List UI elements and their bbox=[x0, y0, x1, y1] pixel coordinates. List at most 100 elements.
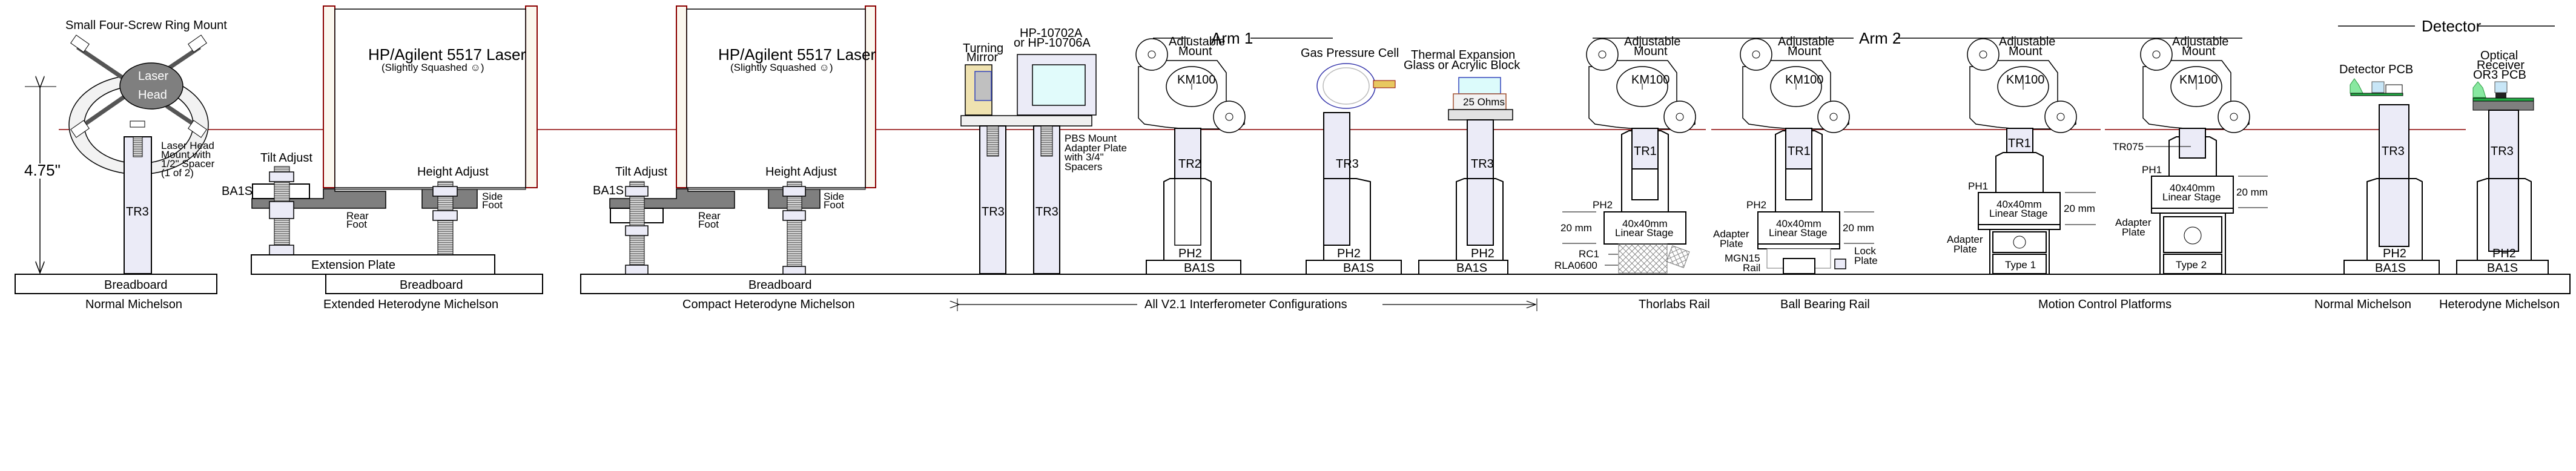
mount-note-line-3: 1/2" Spacer bbox=[161, 158, 215, 170]
ba1s-label: BA1S bbox=[593, 184, 624, 197]
motion-platform-type2-base bbox=[2163, 254, 2222, 274]
glass-block bbox=[1458, 77, 1501, 94]
tr3-post bbox=[979, 125, 1006, 274]
height-adjust-label: Height Adjust bbox=[417, 165, 489, 179]
dimension-20mm: 20 mm bbox=[1560, 222, 1592, 234]
ba1s-label: BA1S bbox=[1456, 262, 1487, 275]
extended-heterodyne-assembly: HP/Agilent 5517 Laser (Slightly Squashed… bbox=[222, 5, 543, 311]
thorlabs-rail-assembly: Adjustable Mount KM100 TR1 PH2 40x40mm L… bbox=[1554, 35, 1696, 274]
stage-label-1: 40x40mm bbox=[1622, 218, 1668, 229]
tr2-label: TR2 bbox=[1178, 157, 1201, 171]
tilt-adjust-label: Tilt Adjust bbox=[260, 151, 312, 165]
post-label-tr3: TR3 bbox=[982, 205, 1005, 219]
post-label-tr3: TR3 bbox=[126, 205, 149, 219]
rear-foot-label-1: Rear bbox=[346, 210, 369, 222]
ph1-label: PH1 bbox=[2142, 164, 2162, 176]
dimension-20mm: 20 mm bbox=[2236, 186, 2268, 198]
adapter-plate-label-2: Plate bbox=[1720, 238, 1743, 249]
ph2-label: PH2 bbox=[2492, 247, 2516, 260]
km100-label: KM100 bbox=[1177, 73, 1215, 87]
group-header-arm2: Arm 2 bbox=[1593, 29, 2242, 47]
stage-label-1: 40x40mm bbox=[1776, 218, 1821, 229]
tr3-label: TR3 bbox=[1336, 157, 1359, 171]
tr1-label: TR1 bbox=[2008, 137, 2031, 150]
thumbscrew-icon bbox=[70, 35, 90, 53]
lock-plate-knob bbox=[1834, 259, 1846, 269]
adapter-note-2: Adapter Plate bbox=[1065, 142, 1127, 154]
breadboard-label: Breadboard bbox=[748, 278, 812, 292]
adapter-plate bbox=[1757, 243, 1840, 249]
motion-platform-type1: Adjustable Mount KM100 TR1 PH1 40x40mm L… bbox=[1947, 35, 2096, 275]
rear-foot-label-2: Foot bbox=[346, 219, 367, 230]
laser-subtitle: (Slightly Squashed ☺) bbox=[730, 62, 833, 73]
detector-heterodyne-assembly: Optical Receiver OR3 PCB TR3 PH2 BA1S bbox=[2456, 49, 2549, 275]
ba1s-label: BA1S bbox=[222, 185, 253, 198]
lock-plate-label-2: Plate bbox=[1854, 255, 1878, 266]
gas-pressure-cell: Gas Pressure Cell TR3 PH2 BA1S bbox=[1301, 47, 1402, 275]
ba1s-label: BA1S bbox=[1184, 262, 1215, 275]
adapter-plate bbox=[1978, 224, 2061, 230]
pbs-adapter-plate bbox=[960, 115, 1092, 127]
or3-pcb bbox=[2472, 97, 2534, 102]
pbs-cube bbox=[1032, 64, 1086, 106]
tilt-adjust-label: Tilt Adjust bbox=[615, 165, 667, 179]
ba1s-base bbox=[1418, 260, 1508, 275]
rear-foot-label-1: Rear bbox=[698, 210, 721, 222]
stage-label-2: Linear Stage bbox=[1615, 227, 1673, 239]
tr1-label: TR1 bbox=[1788, 145, 1811, 158]
adapter-note-3: with 3/4" bbox=[1064, 151, 1104, 163]
arm1-header: Arm 1 bbox=[1211, 29, 1253, 47]
adapter-note-1: PBS Mount bbox=[1065, 133, 1117, 144]
hose-barb-fitting bbox=[1373, 80, 1396, 88]
adapter-note-4: Spacers bbox=[1065, 161, 1102, 173]
or3-title-2: Receiver bbox=[2477, 59, 2525, 72]
caption-heterodyne-michelson-detector: Heterodyne Michelson bbox=[2439, 298, 2560, 311]
breadboard bbox=[325, 274, 543, 294]
ph2-label: PH2 bbox=[1593, 199, 1613, 211]
gas-cell-title: Gas Pressure Cell bbox=[1301, 47, 1399, 60]
pbs-title-2: or HP-10706A bbox=[1014, 36, 1091, 50]
caption-normal-michelson: Normal Michelson bbox=[85, 298, 182, 311]
rc1-carrier bbox=[1618, 243, 1668, 274]
adjustable-mount-title-2: Mount bbox=[1178, 45, 1212, 58]
detector-pcb bbox=[2350, 93, 2403, 96]
thermal-title-1: Thermal Expansion bbox=[1411, 48, 1515, 62]
side-foot-label-1: Side bbox=[824, 191, 844, 202]
mount-note-line-4: (1 of 2) bbox=[161, 167, 194, 179]
ph2-label: PH2 bbox=[1178, 247, 1202, 260]
tr3-label: TR3 bbox=[1471, 157, 1494, 171]
stage-label-2: Linear Stage bbox=[1769, 227, 1827, 239]
km100-label: KM100 bbox=[2179, 73, 2218, 87]
ph2-label: PH2 bbox=[2383, 247, 2406, 260]
motion-platform-type2: Adjustable Mount KM100 TR075 PH1 40x40mm… bbox=[2113, 35, 2268, 275]
height-dimension: 4.75" bbox=[24, 161, 61, 179]
adjustable-mount-title-1: Adjustable bbox=[1169, 35, 1225, 48]
laser-title: HP/Agilent 5517 Laser bbox=[718, 45, 876, 64]
heater-label: 25 Ohms bbox=[1463, 96, 1505, 108]
side-foot-label-2: Foot bbox=[482, 199, 503, 211]
rc1-label: RC1 bbox=[1579, 248, 1599, 260]
stage-label-2: Linear Stage bbox=[1989, 208, 2047, 219]
or3-title-3: OR3 PCB bbox=[2473, 68, 2526, 82]
breadboard bbox=[15, 274, 217, 294]
mount-note-line-1: Laser Head bbox=[161, 140, 214, 151]
stage-label-2: Linear Stage bbox=[2162, 191, 2221, 203]
adjustable-mount-title-2: Mount bbox=[1634, 45, 1668, 58]
motion-platform-type1-base bbox=[1992, 254, 2047, 274]
adapter-plate-label-1: Adapter bbox=[1947, 234, 1983, 245]
caption-ball-bearing-rail: Ball Bearing Rail bbox=[1780, 298, 1870, 311]
thumbscrew-icon bbox=[188, 120, 207, 138]
beamsplitter-assembly: Turning Mirror HP-10702A or HP-10706A TR… bbox=[960, 27, 1127, 274]
tr1-label: TR1 bbox=[1634, 145, 1657, 158]
adapter-plate-label-1: Adapter bbox=[2115, 217, 2152, 228]
adjustable-mount-title-2: Mount bbox=[2009, 45, 2043, 58]
caption-compact-heterodyne: Compact Heterodyne Michelson bbox=[682, 298, 855, 311]
stage-label-1: 40x40mm bbox=[1996, 199, 2042, 210]
post-label-tr3: TR3 bbox=[1035, 205, 1058, 219]
thermal-expansion-block: Thermal Expansion Glass or Acrylic Block… bbox=[1404, 48, 1521, 275]
adjustable-mount-title-2: Mount bbox=[1788, 45, 1821, 58]
detector-header: Detector bbox=[2422, 17, 2482, 35]
mgn15-rail bbox=[1783, 258, 1815, 274]
turning-mirror-label-2: Mirror bbox=[966, 51, 999, 64]
laser-head bbox=[119, 62, 183, 110]
